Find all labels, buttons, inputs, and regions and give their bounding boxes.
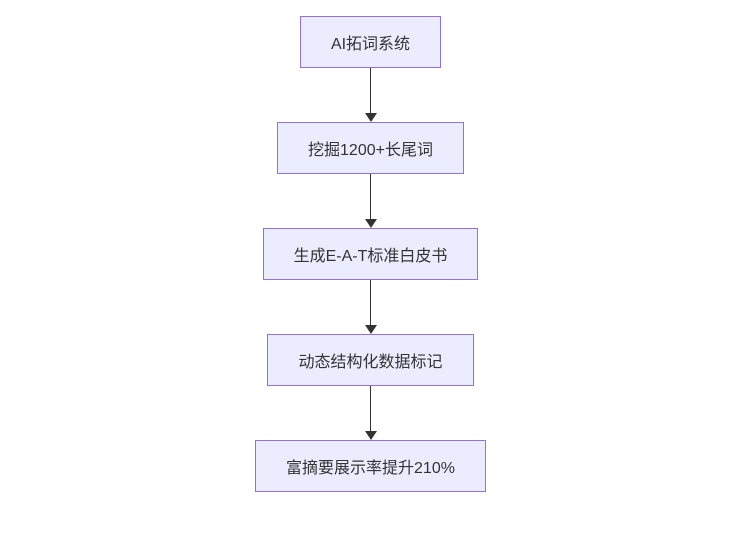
flow-node-label: 生成E-A-T标准白皮书 bbox=[293, 248, 448, 265]
flow-node-label: AI拓词系统 bbox=[330, 36, 411, 53]
arrow-shaft bbox=[370, 386, 371, 431]
arrow-head bbox=[364, 219, 377, 228]
arrow-shaft bbox=[370, 280, 371, 325]
arrow-head bbox=[364, 325, 377, 334]
arrow-shaft bbox=[370, 68, 371, 113]
flowchart: AI拓词系统 挖掘1200+长尾词 生成E-A-T标准白皮书 动态结构化数据标记 bbox=[6, 16, 729, 492]
flow-node-structured-data: 动态结构化数据标记 bbox=[267, 334, 474, 386]
flow-node-longtail-keywords: 挖掘1200+长尾词 bbox=[277, 122, 464, 174]
arrow-down-icon bbox=[364, 280, 378, 334]
flow-node-label: 挖掘1200+长尾词 bbox=[308, 142, 433, 159]
flow-node-rich-snippet-result: 富摘要展示率提升210% bbox=[255, 440, 486, 492]
flow-node-ai-system: AI拓词系统 bbox=[299, 16, 442, 68]
arrow-down-icon bbox=[364, 386, 378, 440]
arrow-head bbox=[364, 113, 377, 122]
arrow-head bbox=[364, 431, 377, 440]
flow-node-eat-whitepaper: 生成E-A-T标准白皮书 bbox=[262, 228, 479, 280]
arrow-down-icon bbox=[364, 174, 378, 228]
arrow-down-icon bbox=[364, 68, 378, 122]
flow-node-label: 富摘要展示率提升210% bbox=[286, 460, 455, 477]
flow-node-label: 动态结构化数据标记 bbox=[298, 354, 443, 371]
arrow-shaft bbox=[370, 174, 371, 219]
